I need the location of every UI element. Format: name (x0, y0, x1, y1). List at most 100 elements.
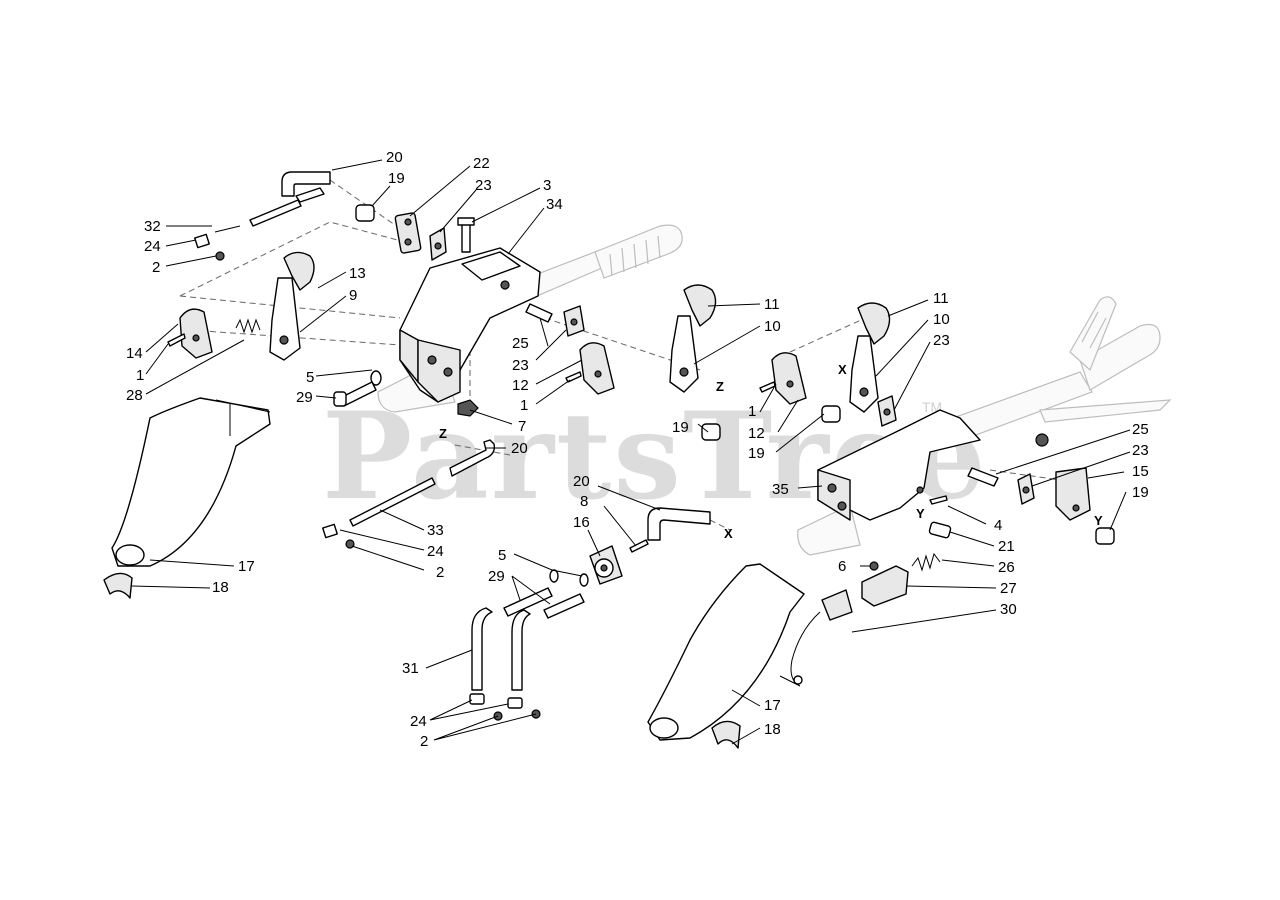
callout-1-left: 1 (136, 367, 144, 384)
part-24-bushing-left (194, 233, 210, 249)
callout-24-left: 24 (144, 238, 161, 255)
callout-19-mid: 19 (672, 419, 689, 436)
callout-33: 33 (427, 522, 444, 539)
callout-7: 7 (518, 418, 526, 435)
callout-6: 6 (838, 558, 846, 575)
part-2-screw-mid (345, 539, 355, 549)
part-11-lever-cap-mid (683, 284, 717, 327)
callout-20-top: 20 (386, 149, 403, 166)
callout-3: 3 (543, 177, 551, 194)
callout-20-z: 20 (511, 440, 528, 457)
callout-8: 8 (580, 493, 588, 510)
part-16-cam (589, 545, 623, 585)
callout-2-mid: 2 (436, 564, 444, 581)
callout-34: 34 (546, 196, 563, 213)
marker-z-mid: Z (716, 379, 724, 394)
part-7-nut (457, 399, 479, 417)
part-11-lever-cap-right (857, 302, 891, 345)
part-29-bolt-left (333, 381, 377, 407)
callout-23-mid: 23 (512, 357, 529, 374)
callout-19-right: 19 (748, 445, 765, 462)
marker-y-mid: Y (916, 506, 925, 521)
part-23-plate-right (877, 395, 897, 427)
part-19-bushing-top (355, 204, 375, 222)
part-25-pin-mid (525, 303, 553, 323)
callout-9: 9 (349, 287, 357, 304)
part-25-pin-right (967, 467, 999, 487)
part-18-clip-left (103, 572, 133, 599)
callout-24-mid: 24 (427, 543, 444, 560)
callout-2-low: 2 (420, 733, 428, 750)
callout-23-right2: 23 (1132, 442, 1149, 459)
callout-labels: 20 19 22 23 3 34 32 24 2 13 9 14 1 28 25… (126, 149, 1149, 750)
part-21-spacer (928, 521, 952, 539)
reference-markers: Z Z X X Y Y (439, 362, 1103, 541)
part-12-knob-right (771, 352, 807, 405)
callout-16: 16 (573, 514, 590, 531)
callout-25-right: 25 (1132, 421, 1149, 438)
part-5-washer-left (370, 370, 382, 386)
callout-28: 28 (126, 387, 143, 404)
callout-1-right: 1 (748, 403, 756, 420)
callout-13: 13 (349, 265, 366, 282)
part-20-bent-rod-top (281, 171, 331, 203)
part-9-lever-arm (269, 277, 301, 361)
part-20-bent-rod-z (449, 439, 496, 477)
part-14-knob (179, 308, 213, 359)
callout-26: 26 (998, 559, 1015, 576)
callout-4: 4 (994, 517, 1002, 534)
callout-17-left: 17 (238, 558, 255, 575)
part-17-chute-left (111, 397, 271, 567)
part-19-bushing-far (1095, 527, 1115, 545)
part-24-bushings-low (469, 693, 523, 709)
part-23-plate-mid (563, 305, 585, 337)
callout-19-far: 19 (1132, 484, 1149, 501)
part-6-nut (869, 561, 879, 571)
callout-17-right: 17 (764, 697, 781, 714)
callout-35: 35 (772, 481, 789, 498)
callout-27: 27 (1000, 580, 1017, 597)
callout-18-right: 18 (764, 721, 781, 738)
part-12-knob-mid (579, 342, 615, 395)
callout-19-top: 19 (388, 170, 405, 187)
callout-32: 32 (144, 218, 161, 235)
part-18-clip-right (711, 720, 741, 749)
part-19-bushing-right (821, 405, 841, 423)
part-19-bushing-mid (701, 423, 721, 441)
callout-18-left: 18 (212, 579, 229, 596)
part-2-screw-left (215, 251, 225, 261)
part-22-bracket (394, 212, 422, 254)
callout-30: 30 (1000, 601, 1017, 618)
part-24-bushing-mid (322, 523, 338, 539)
part-13-lever-cap (283, 251, 315, 291)
marker-x-low: X (724, 526, 733, 541)
part-1-screw-mid (565, 371, 582, 383)
part-29-bolts-low (503, 587, 585, 619)
callout-15: 15 (1132, 463, 1149, 480)
callout-31: 31 (402, 660, 419, 677)
callout-20-x: 20 (573, 473, 590, 490)
leader-lines (131, 159, 1131, 745)
callout-5-left: 5 (306, 369, 314, 386)
part-5-washers-low (549, 569, 589, 587)
callout-5-low: 5 (498, 547, 506, 564)
part-10-lever-arm-mid (669, 315, 699, 393)
part-27-switch (861, 565, 909, 607)
part-32-pin (214, 199, 302, 233)
part-23-plate-top (429, 227, 447, 261)
marker-z-left: Z (439, 426, 447, 441)
callout-10-right: 10 (933, 311, 950, 328)
part-15-knob-right (1055, 467, 1091, 521)
callout-29-low: 29 (488, 568, 505, 585)
callout-1-mid: 1 (520, 397, 528, 414)
part-33-rod (349, 477, 436, 527)
part-17-chute-right (647, 563, 805, 741)
callout-11-mid: 11 (764, 296, 780, 313)
callout-25-mid: 25 (512, 335, 529, 352)
callout-14: 14 (126, 345, 143, 362)
callout-24-low: 24 (410, 713, 427, 730)
part-26-spring (911, 552, 941, 572)
part-1-screw-left (167, 333, 186, 347)
marker-y-right: Y (1094, 513, 1103, 528)
